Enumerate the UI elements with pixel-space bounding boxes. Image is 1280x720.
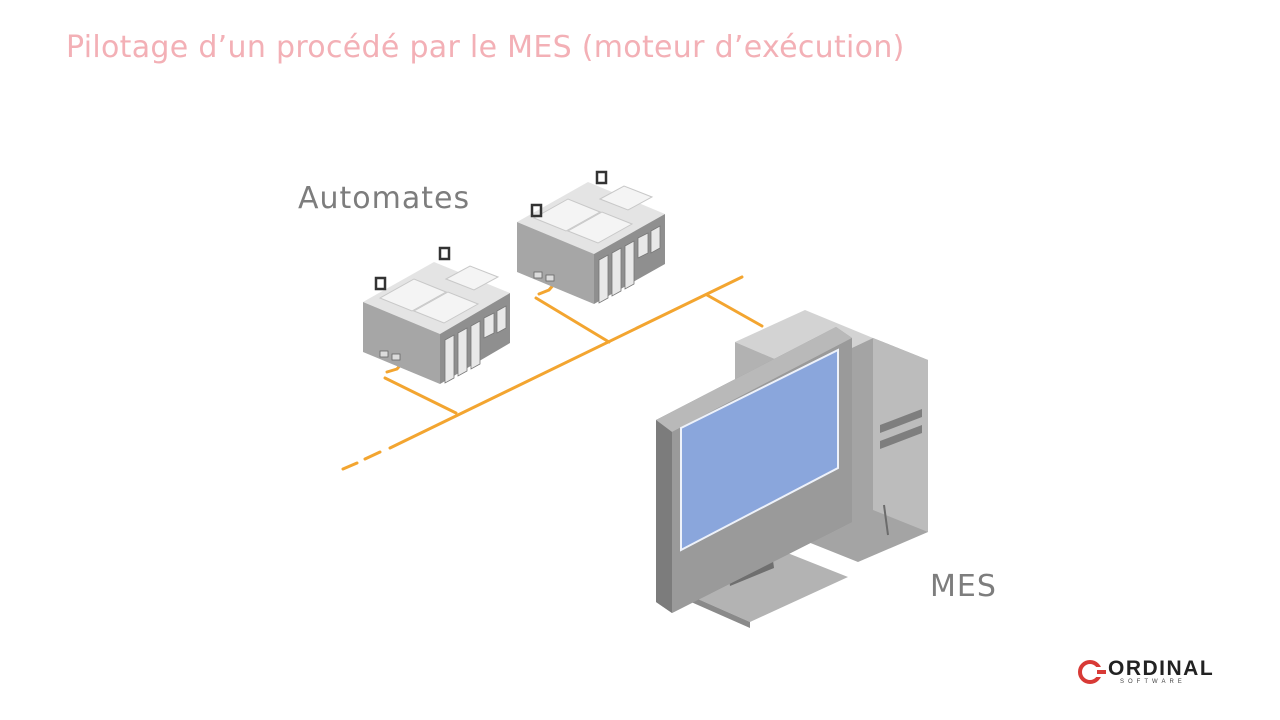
plc-unit-1	[363, 246, 510, 384]
automates-label: Automates	[298, 181, 471, 216]
plc-unit-2	[517, 170, 665, 304]
pc-monitor	[656, 327, 852, 628]
monitor-screen	[680, 348, 839, 552]
ordinal-logo-icon	[1078, 660, 1108, 684]
pc-cable	[705, 293, 764, 328]
ordinal-logo: ORDINAL SOFTWARE	[1076, 658, 1220, 688]
network-bus	[388, 275, 744, 450]
network-bus-dash-1	[341, 461, 359, 471]
plc-1-cable	[383, 376, 458, 415]
plc-2-cable	[534, 296, 611, 344]
network-cabling	[341, 275, 764, 471]
mes-label: MES	[930, 569, 997, 604]
network-bus-dash-2	[363, 450, 382, 461]
logo-name: ORDINAL	[1108, 657, 1215, 680]
logo-subtitle: SOFTWARE	[1120, 679, 1186, 685]
slide-title: Pilotage d’un procédé par le MES (moteur…	[66, 30, 905, 65]
